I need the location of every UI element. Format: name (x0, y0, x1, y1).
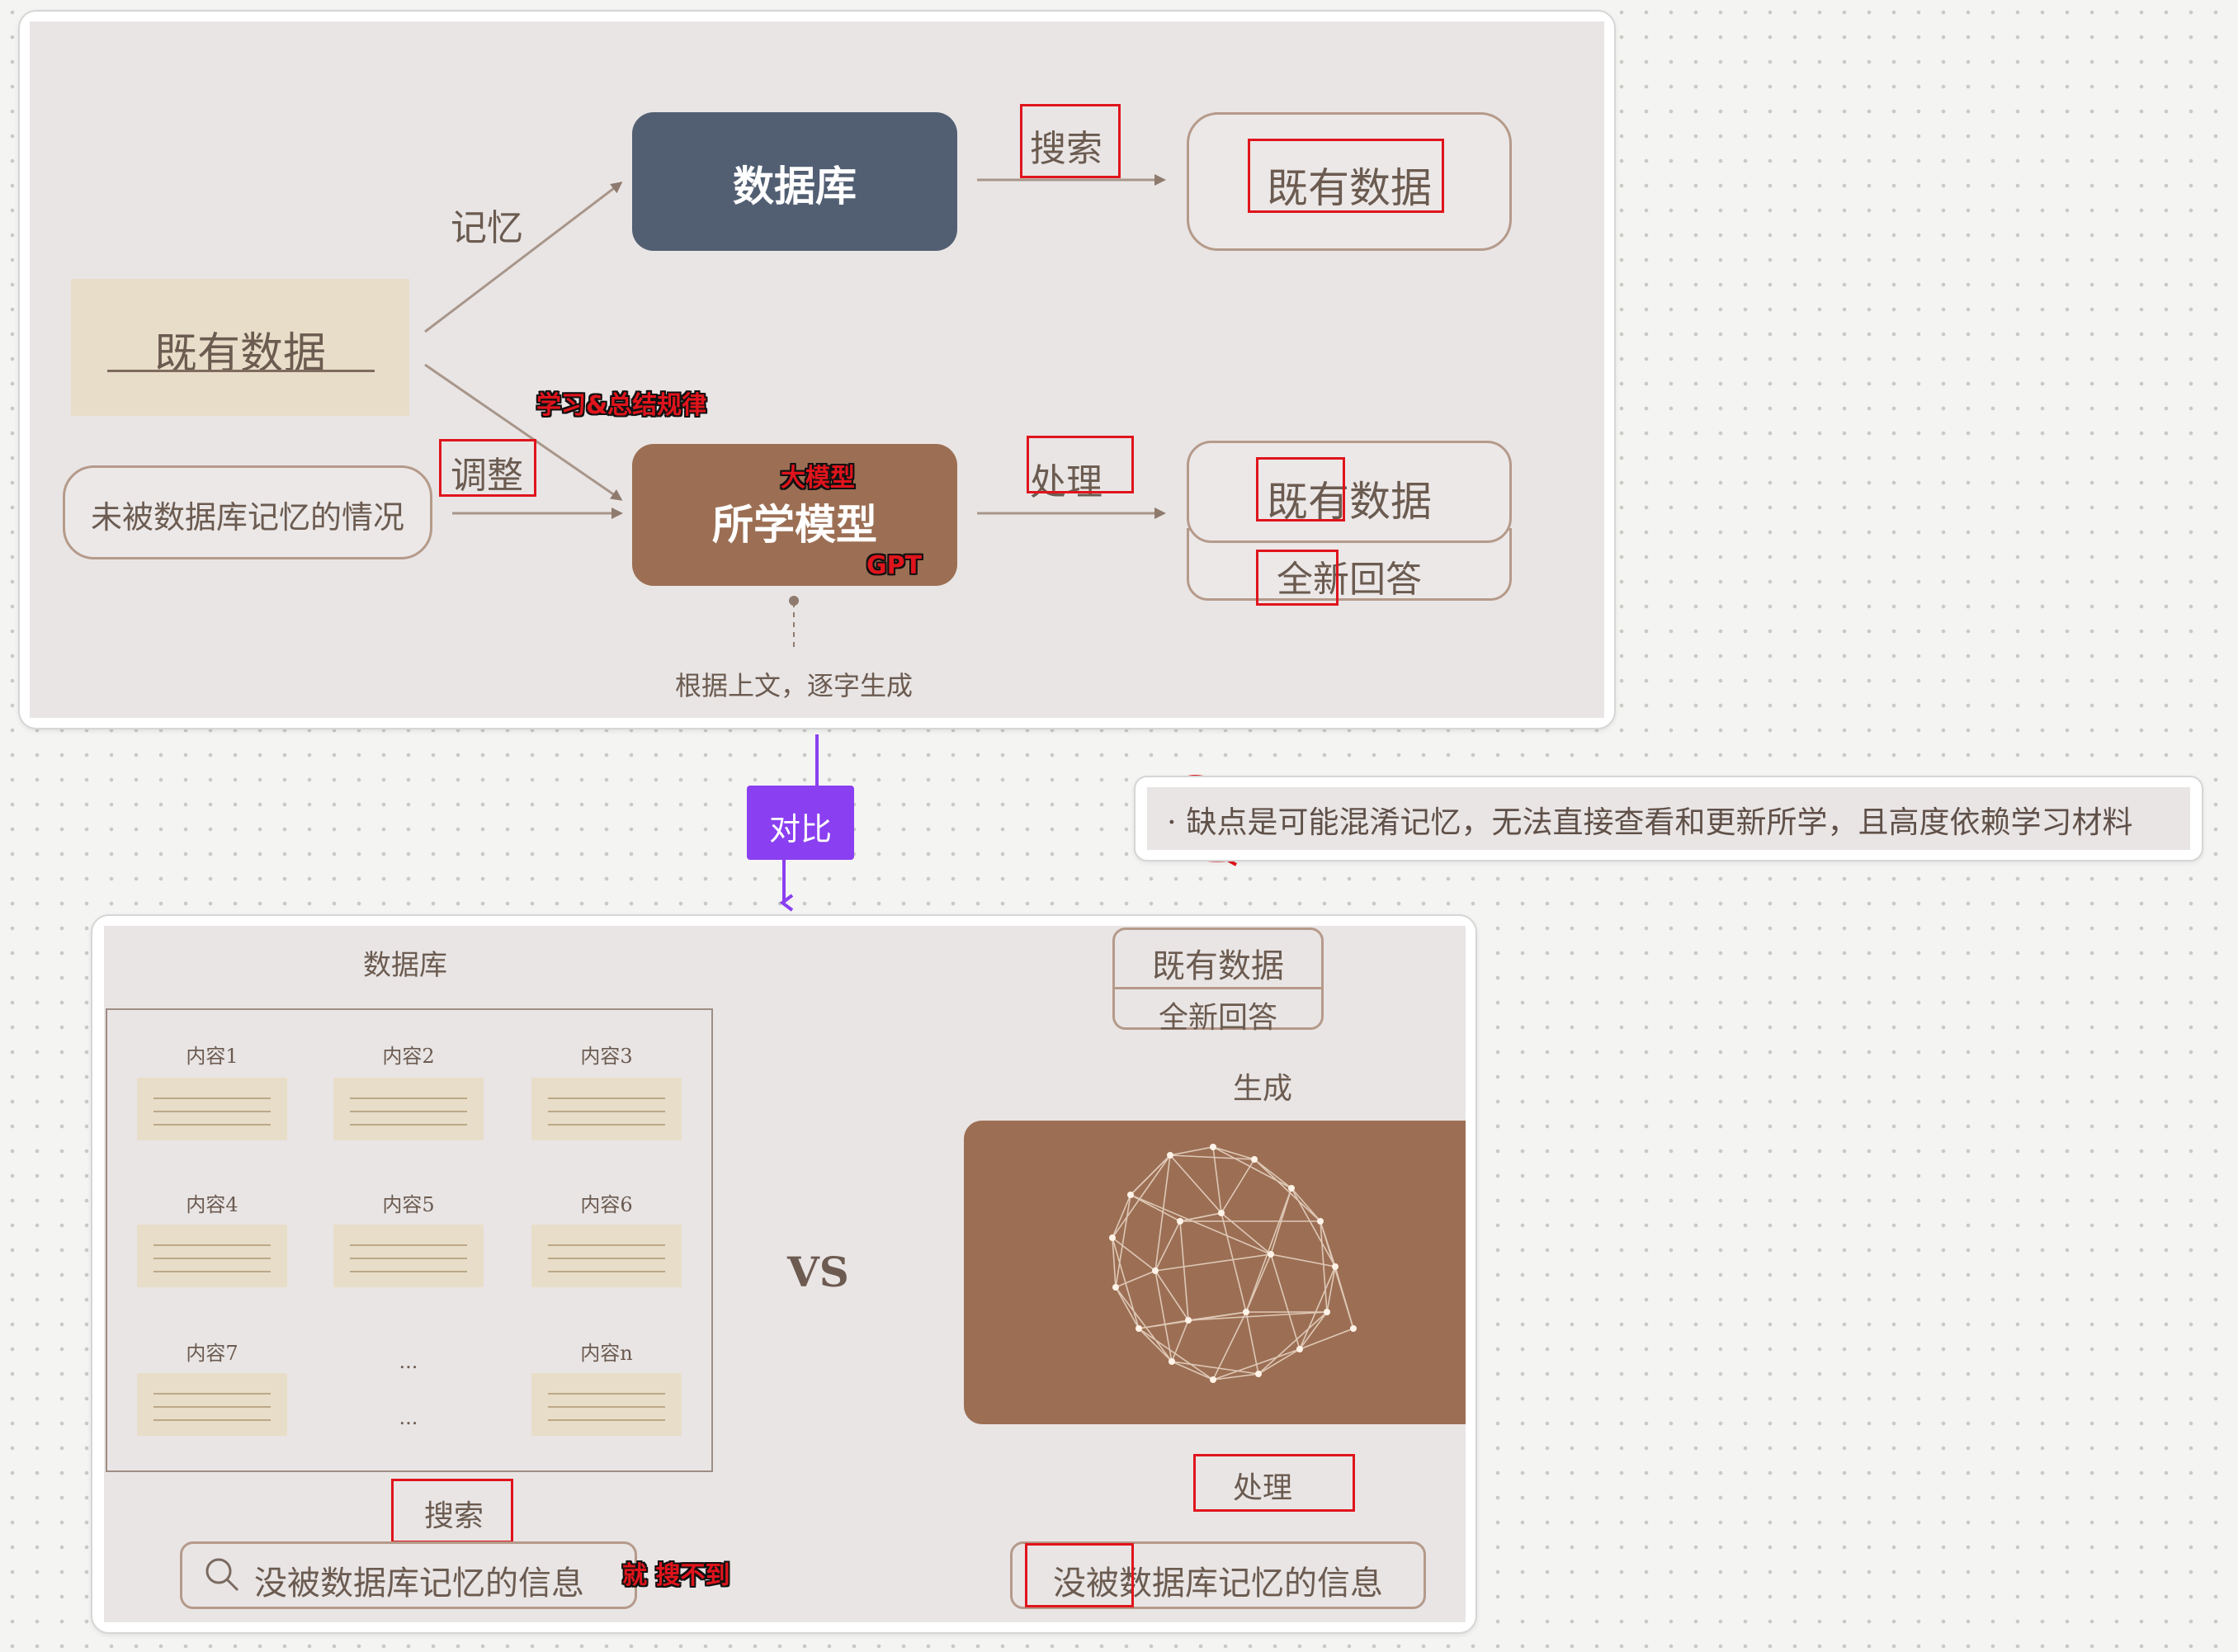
not-in-db2-box (1010, 1541, 1426, 1609)
item-label: 内容3 (580, 1045, 633, 1068)
database-label: 数据库 (733, 162, 857, 210)
not-in-db2-highlight (1025, 1543, 1134, 1607)
memorize-label: 记忆 (451, 207, 523, 249)
item-label: 内容1 (186, 1045, 238, 1068)
item-label: 内容4 (186, 1193, 238, 1216)
compare-label: 对比 (768, 811, 832, 847)
process-highlight (1027, 436, 1134, 493)
item-cell (531, 1225, 682, 1287)
big-model-annotation: 大模型 (781, 464, 855, 493)
item-label: 内容2 (382, 1045, 435, 1068)
neural-network-box (964, 1121, 1466, 1424)
existing-right2-label: 既有数据 (1267, 478, 1432, 526)
new-answer-label: 全新回答 (1277, 559, 1422, 601)
unmemorized-label: 未被数据库记忆的情况 (90, 499, 404, 536)
unmemorized-box (63, 465, 432, 559)
not-in-db-search-box[interactable] (180, 1541, 637, 1609)
existing-right2-highlight (1256, 457, 1345, 522)
adjust-label: 调整 (451, 455, 523, 497)
item-cell (333, 1225, 484, 1287)
item-ellipsis: ... (399, 1350, 418, 1373)
existing-right2-box (1187, 441, 1512, 543)
bottom-process-highlight (1193, 1454, 1355, 1512)
cant-find-annotation: 就 搜不到 (622, 1561, 730, 1590)
bottom-divider (1112, 987, 1324, 989)
bottom-db-title: 数据库 (363, 949, 447, 982)
item-label: 内容6 (580, 1193, 633, 1216)
item-label: 内容7 (186, 1342, 238, 1365)
item-label: 内容n (580, 1342, 633, 1365)
gpt-annotation: GPT (866, 551, 923, 580)
item-cell (137, 1225, 287, 1287)
existing-data-left-box (71, 279, 409, 416)
learned-model-box (632, 444, 957, 586)
bottom-existing-label: 既有数据 (1152, 947, 1284, 985)
search-label: 搜索 (1030, 128, 1102, 170)
adjust-highlight (439, 439, 536, 497)
search-highlight (1020, 104, 1121, 178)
new-answer-highlight (1256, 550, 1339, 606)
compare-button[interactable] (747, 786, 854, 860)
learn-annotation: 学习&总结规律 (536, 391, 707, 420)
existing-right-label: 既有数据 (1267, 164, 1432, 212)
item-cell (531, 1078, 682, 1140)
bottom-db-frame (106, 1008, 713, 1472)
bottom-search-label: 搜索 (424, 1499, 484, 1533)
item-cell (137, 1078, 287, 1140)
item-cell (137, 1373, 287, 1436)
existing-data-left-underline (107, 370, 375, 372)
vs-label: VS (787, 1248, 849, 1296)
bottom-search-highlight (391, 1479, 513, 1543)
process-label: 处理 (1030, 461, 1102, 503)
bottom-new-answer-label: 全新回答 (1158, 1001, 1277, 1035)
bottom-generate-label: 生成 (1233, 1072, 1293, 1106)
item-cell (531, 1373, 682, 1436)
not-in-db2-label: 没被数据库记忆的信息 (1053, 1565, 1383, 1602)
existing-right-highlight (1248, 139, 1444, 213)
existing-right-box (1187, 112, 1512, 251)
learned-model-label: 所学模型 (712, 500, 877, 549)
item-cell (333, 1078, 484, 1140)
generate-note: 根据上文，逐字生成 (674, 670, 913, 701)
item-label: 内容5 (382, 1193, 435, 1216)
not-in-db-label: 没被数据库记忆的信息 (254, 1565, 584, 1602)
item-ellipsis: ... (399, 1406, 418, 1429)
database-box (632, 112, 957, 251)
drawback-text: · 缺点是可能混淆记忆，无法直接查看和更新所学，且高度依赖学习材料 (1167, 805, 2133, 840)
drawback-slide (1147, 787, 2190, 850)
bottom-existing-box (1112, 927, 1324, 1030)
bottom-process-label: 处理 (1233, 1471, 1293, 1505)
